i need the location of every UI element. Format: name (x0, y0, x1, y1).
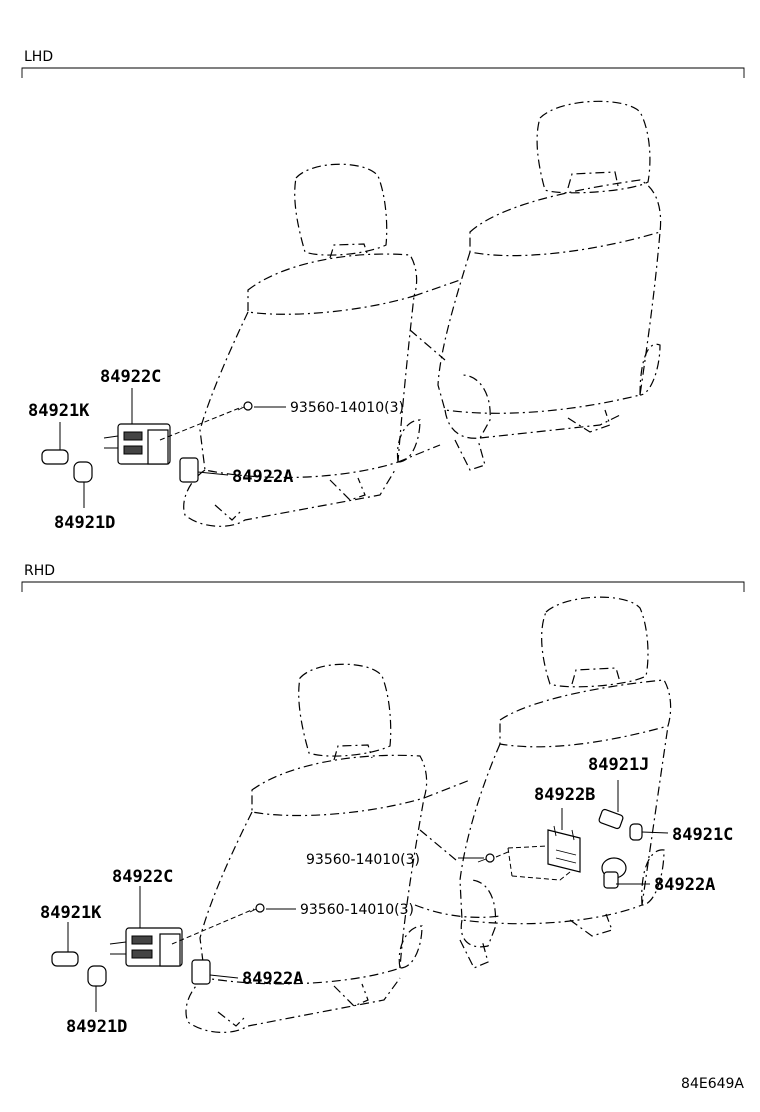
lhd-switch-84922a-icon (179, 457, 199, 483)
lhd-bolt-icon (237, 401, 253, 411)
lhd-bolt-path (159, 406, 243, 441)
rhd-part-84921c-icon (629, 823, 643, 841)
lhd-label-84921k: 84921K (28, 401, 90, 421)
rhd-label-84921d: 84921D (66, 1017, 127, 1037)
lhd-knob-84921d-icon (73, 461, 93, 483)
rhd-section-label: RHD (24, 563, 55, 579)
rhd-bolt-path (171, 908, 255, 945)
rhd-knob-84921k-icon (51, 951, 79, 967)
lhd-label-bolt: 93560-14010(3) (290, 400, 404, 416)
lhd-label-84922a: 84922A (232, 467, 293, 487)
rhd-switch-84922a-icon (191, 959, 211, 985)
rhd-label-84921j: 84921J (588, 755, 649, 775)
rhd-label-84922b: 84922B (534, 785, 595, 805)
rhd-switch-assembly (109, 927, 183, 967)
rhd-label-84921k: 84921K (40, 903, 102, 923)
lhd-switch-assembly (103, 423, 171, 465)
rhd-knob-84921d-icon (87, 965, 107, 987)
lhd-section-label: LHD (24, 49, 53, 65)
rhd-switch-84922a-right-icon (601, 857, 627, 889)
rhd-leader-c-right (641, 831, 669, 834)
rhd-bracket-84922b-icon (507, 825, 581, 881)
rhd-label-bolt-right: 93560-14010(3) (306, 852, 420, 868)
rhd-label-84922a-right: 84922A (654, 875, 715, 895)
lhd-label-84922c: 84922C (100, 367, 161, 387)
rhd-label-84922a: 84922A (242, 969, 303, 989)
rhd-label-84921c: 84921C (672, 825, 733, 845)
rhd-bolt-icon (249, 903, 265, 913)
rhd-bolt-right-icon (477, 853, 495, 863)
rhd-rear-seat-icon (414, 596, 672, 969)
lhd-rear-seat-icon (437, 100, 662, 471)
lhd-label-84921d: 84921D (54, 513, 115, 533)
rhd-section: RHD (21, 563, 745, 1037)
rhd-label-bolt: 93560-14010(3) (300, 902, 414, 918)
lhd-leader-a (197, 471, 229, 476)
rhd-label-84922c: 84922C (112, 867, 173, 887)
lhd-knob-84921k-icon (41, 449, 69, 465)
rhd-leader-a (209, 974, 239, 979)
diagram-code: 84E649A (681, 1076, 744, 1092)
rhd-bolt-right-path (495, 851, 509, 858)
lhd-section: LHD (21, 49, 745, 533)
rhd-part-84921j-icon (598, 808, 624, 830)
rhd-front-seat-icon (185, 663, 471, 1033)
rhd-bracket-line (21, 581, 745, 592)
lhd-bracket-line (21, 67, 745, 78)
lhd-front-seat-icon (183, 163, 461, 527)
